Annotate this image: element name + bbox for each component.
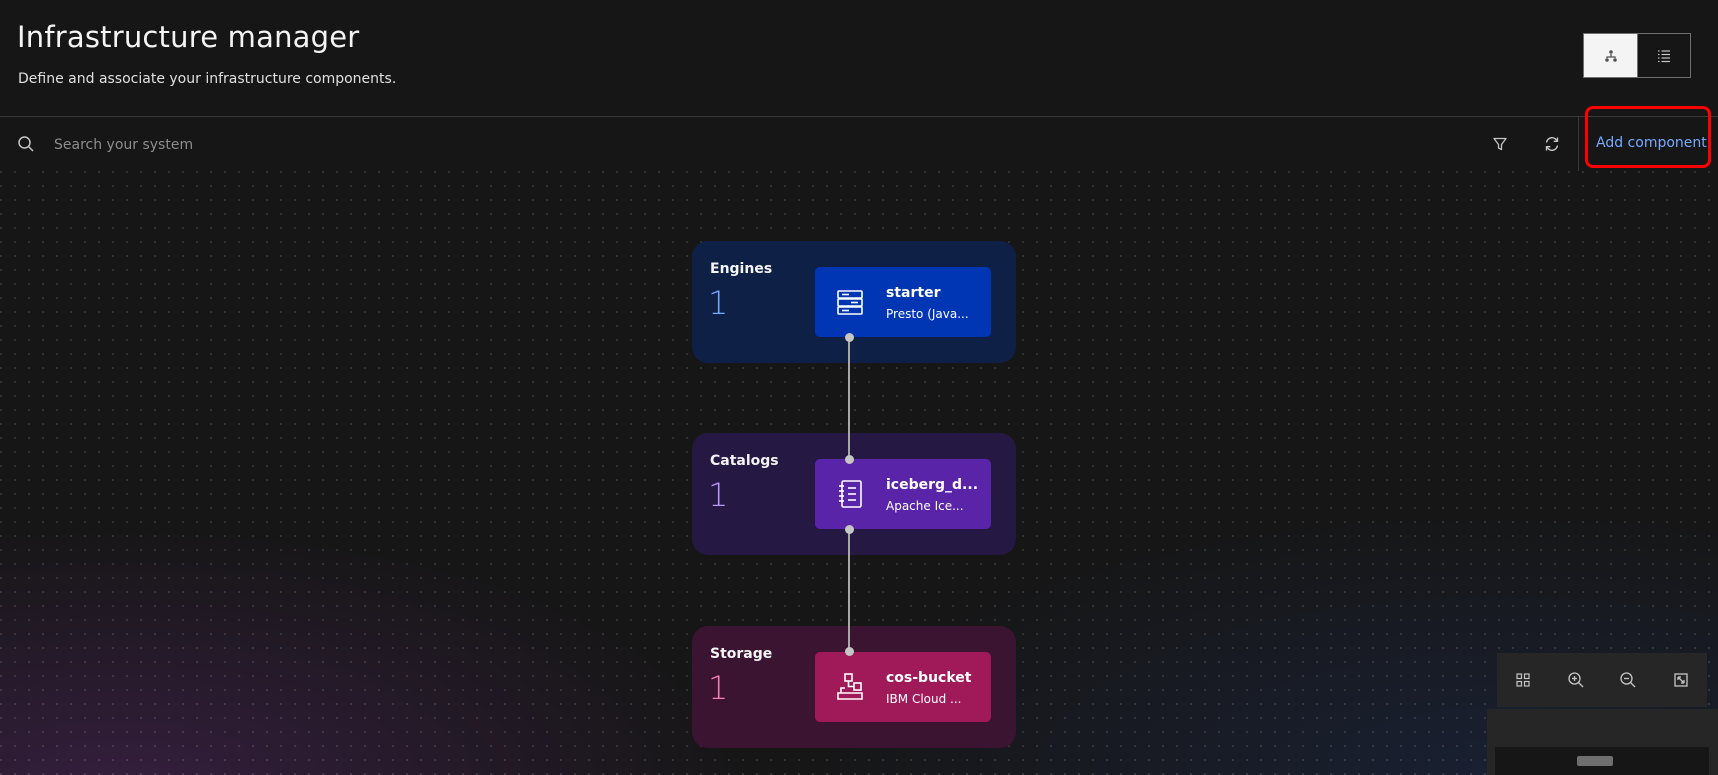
zoom-in-button[interactable]	[1565, 669, 1587, 691]
group-label: Engines	[710, 261, 773, 277]
engine-icon	[837, 290, 863, 315]
group-count: 1	[708, 669, 729, 707]
connector-engine-catalog	[848, 337, 850, 461]
node-name: cos-bucket	[886, 670, 972, 686]
node-subtitle: Presto (Java...	[886, 307, 969, 321]
engines-group: Engines 1 starter Presto (Java...	[692, 241, 1016, 363]
topology-canvas[interactable]: Engines 1 starter Presto (Java... Catalo…	[0, 171, 1718, 775]
list-icon	[1658, 49, 1670, 62]
storage-group: Storage 1 cos-bucket IBM Cloud ...	[692, 626, 1016, 748]
zoom-controls	[1497, 653, 1707, 707]
connector-dot	[845, 525, 854, 534]
minimap-viewport[interactable]	[1577, 756, 1613, 766]
catalog-node-iceberg[interactable]: iceberg_d... Apache Ice...	[815, 459, 991, 529]
node-name: iceberg_d...	[886, 477, 979, 493]
fit-view-icon	[1516, 673, 1530, 687]
fullscreen-icon	[1674, 673, 1688, 687]
connector-dot	[845, 455, 854, 464]
engine-node-starter[interactable]: starter Presto (Java...	[815, 267, 991, 337]
storage-icon	[837, 673, 863, 700]
zoom-in-icon	[1568, 672, 1584, 688]
group-count: 1	[708, 284, 729, 322]
node-subtitle: Apache Ice...	[886, 499, 964, 513]
zoom-out-icon	[1620, 672, 1636, 688]
topology-icon	[1604, 49, 1617, 62]
add-component-button[interactable]: Add component	[1596, 135, 1707, 151]
minimap-canvas	[1495, 747, 1709, 775]
list-view-button[interactable]	[1637, 34, 1690, 77]
page-header: Infrastructure manager Define and associ…	[0, 0, 1718, 116]
group-label: Storage	[710, 646, 773, 662]
catalog-icon	[839, 480, 862, 508]
connector-dot	[845, 333, 854, 342]
fit-view-button[interactable]	[1512, 669, 1534, 691]
refresh-button[interactable]	[1542, 134, 1562, 154]
page-subtitle: Define and associate your infrastructure…	[18, 71, 397, 87]
group-count: 1	[708, 476, 729, 514]
fullscreen-button[interactable]	[1670, 669, 1692, 691]
connector-dot	[845, 647, 854, 656]
refresh-icon	[1545, 137, 1559, 151]
filter-icon	[1493, 137, 1507, 151]
page-title: Infrastructure manager	[17, 20, 360, 54]
search-input[interactable]	[52, 131, 1456, 159]
node-name: starter	[886, 285, 941, 301]
filter-button[interactable]	[1490, 134, 1510, 154]
catalogs-group: Catalogs 1 iceberg_d... Apache Ice...	[692, 433, 1016, 555]
connector-catalog-storage	[848, 529, 850, 653]
minimap[interactable]	[1487, 709, 1718, 775]
search-icon	[18, 136, 34, 152]
view-toggle	[1583, 33, 1691, 78]
zoom-out-button[interactable]	[1617, 669, 1639, 691]
group-label: Catalogs	[710, 453, 779, 469]
node-subtitle: IBM Cloud ...	[886, 692, 962, 706]
topology-view-button[interactable]	[1584, 34, 1637, 77]
toolbar-divider	[1578, 117, 1579, 171]
toolbar: Add component	[0, 116, 1718, 172]
storage-node-cos-bucket[interactable]: cos-bucket IBM Cloud ...	[815, 652, 991, 722]
